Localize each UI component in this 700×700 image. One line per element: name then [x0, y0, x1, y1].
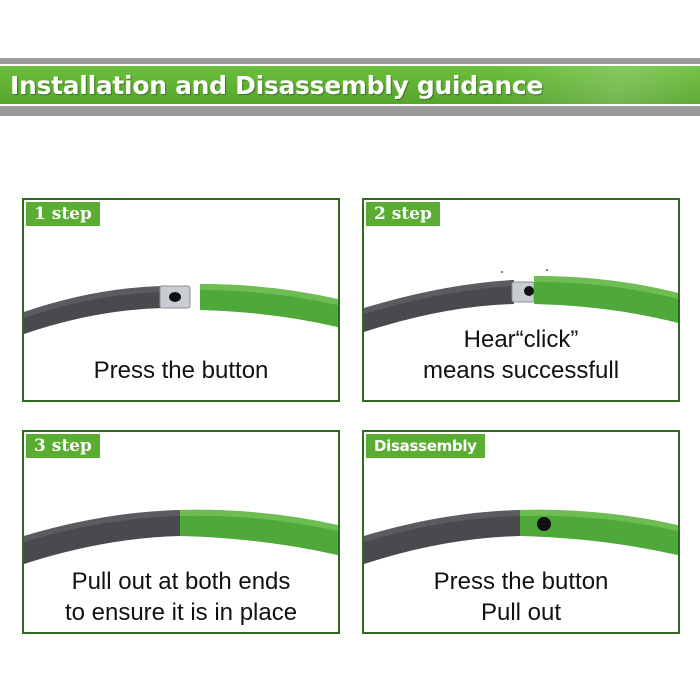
step-caption: Pull out at both ends to ensure it is in…: [24, 566, 338, 628]
step-tag: 3 step: [26, 434, 100, 458]
step-3-panel: 3 step Pull out at both ends to ensure i…: [22, 430, 340, 634]
page-title: Installation and Disassembly guidance: [10, 71, 544, 100]
hoop-tube-gray: [364, 510, 520, 564]
step-2-illustration: [364, 269, 678, 332]
step-3-illustration: [24, 509, 338, 564]
caption-line: Hear“click”: [463, 326, 579, 353]
disassembly-panel: Disassembly Press the button Pull out: [362, 430, 680, 634]
caption-line: means successfull: [422, 357, 620, 384]
disassembly-illustration: [364, 509, 678, 564]
step-2-panel: 2 step Hear“click” means successfull: [362, 198, 680, 402]
header-banner: Installation and Disassembly guidance: [0, 58, 700, 116]
caption-line: to ensure it is in place: [64, 599, 298, 626]
step-caption: Hear“click” means successfull: [364, 324, 678, 386]
banner-shine: [500, 66, 700, 104]
caption-line: Pull out at both ends: [71, 568, 291, 595]
release-button-hole: [537, 517, 551, 531]
caption-line: Press the button: [93, 357, 269, 384]
hoop-tube-gray: [364, 280, 514, 332]
step-1-panel: 1 step Press the button: [22, 198, 340, 402]
hoop-tube-gray: [24, 510, 180, 564]
hoop-tube-gray: [24, 286, 162, 334]
step-1-illustration: [24, 284, 338, 334]
step-tag: Disassembly: [366, 434, 485, 458]
step-caption: Press the button: [24, 355, 338, 386]
caption-line: Pull out: [480, 599, 562, 626]
caption-line: Press the button: [433, 568, 609, 595]
step-tag: 1 step: [26, 202, 100, 226]
step-caption: Press the button Pull out: [364, 566, 678, 628]
step-tag: 2 step: [366, 202, 440, 226]
